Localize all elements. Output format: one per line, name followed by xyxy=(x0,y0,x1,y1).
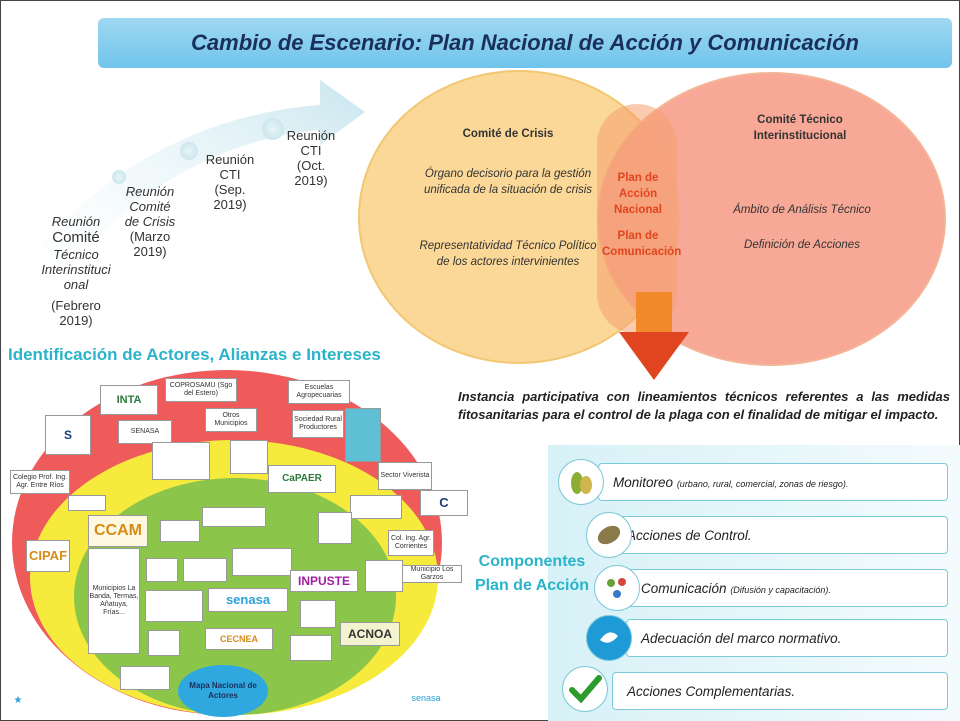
municipal-logo: S xyxy=(45,415,91,455)
sector-viverista-logo: Sector Viverista xyxy=(378,462,432,490)
actor-logo xyxy=(232,548,292,576)
component-acciones-complementarias: Acciones Complementarias. xyxy=(612,672,948,710)
actor-logo xyxy=(148,630,180,656)
actor-logo xyxy=(160,520,200,542)
actor-logo xyxy=(202,507,266,527)
timeline-dot xyxy=(112,170,126,184)
cti-desc-2: Definición de Acciones xyxy=(744,239,860,251)
colegio-logo: Colegio Prof. Ing. Agr. Entre Ríos xyxy=(10,470,70,494)
actor-logo xyxy=(300,600,336,628)
actor-logo xyxy=(145,590,203,622)
participation-description: Instancia participativa con lineamientos… xyxy=(458,389,950,422)
municipios-logo: Municipios La Banda, Termas, Añatuya, Fr… xyxy=(88,548,140,654)
actor-logo xyxy=(120,666,170,690)
ministry-logo-icon: ★ xyxy=(13,695,23,706)
senasa-footer-logo: senasa xyxy=(411,693,441,703)
timeline-dot xyxy=(180,142,198,160)
cti-desc-1: Ámbito de Análisis Técnico xyxy=(733,204,871,216)
senasa-logo: senasa xyxy=(208,588,288,612)
crisis-committee-title: Comité de Crisis xyxy=(462,128,554,140)
plant-icon xyxy=(558,459,604,505)
actor-logo xyxy=(350,495,402,519)
acnoa-logo: ACNOA xyxy=(340,622,400,646)
mapa-nacional-actores: Mapa Nacional de Actores xyxy=(178,665,268,717)
cipaf-logo: CIPAF xyxy=(26,540,70,572)
checkmark-icon xyxy=(562,666,608,712)
component-monitoreo: Monitoreo (urbano, rural, comercial, zon… xyxy=(598,463,948,501)
actor-logo xyxy=(318,512,352,544)
components-title: Componentes Plan de Acción xyxy=(474,553,590,594)
ccam-logo: CCAM xyxy=(88,515,148,547)
actors-title: Identificación de Actores, Alianzas e In… xyxy=(8,345,381,364)
capaer-logo: CaPAER xyxy=(268,465,336,493)
component-acciones-control: Acciones de Control. xyxy=(612,516,948,554)
timeline-dot xyxy=(262,118,284,140)
actor-logo xyxy=(230,440,268,474)
sociedad-rural-logo: Sociedad Rural Productores xyxy=(292,410,344,438)
title-bar: Cambio de Escenario: Plan Nacional de Ac… xyxy=(98,18,952,68)
communication-icon xyxy=(594,565,640,611)
slide-title: Cambio de Escenario: Plan Nacional de Ac… xyxy=(191,30,859,55)
inpuste-logo: INPUSTE xyxy=(290,570,358,592)
cecnea-logo: CECNEA xyxy=(205,628,273,650)
actor-logo xyxy=(365,560,403,592)
banner-logo xyxy=(345,408,381,462)
crisis-committee-desc-1: Órgano decisorio para la gestión unifica… xyxy=(423,168,593,196)
cti-title: Comité Técnico Interinstitucional xyxy=(753,114,847,142)
otros-municipios-logo: Otros Municipios xyxy=(205,408,257,432)
component-marco-normativo: Adecuación del marco normativo. xyxy=(626,619,948,657)
plan-comunicacion-label: Plan de Comunicación xyxy=(602,230,682,258)
municipio-logo: Municipio Los Garzos xyxy=(402,565,462,583)
actor-logo xyxy=(68,495,106,511)
senasa-small-logo: SENASA xyxy=(118,420,172,444)
plan-accion-label: Plan de Acción Nacional xyxy=(614,172,662,216)
component-comunicacion: Comunicación (Difusión y capacitación). xyxy=(626,569,948,607)
actor-logo: C xyxy=(420,490,468,516)
crisis-committee-desc-2: Representatividad Técnico Político de lo… xyxy=(419,240,597,268)
leaf-icon xyxy=(586,512,632,558)
down-arrow-icon xyxy=(619,292,689,380)
actor-logo xyxy=(146,558,178,582)
col-ing-logo: Col. Ing. Agr. Corrientes xyxy=(388,530,434,556)
actor-logo xyxy=(152,442,210,480)
inta-logo: INTA xyxy=(100,385,158,415)
coprosamu-logo: COPROSAMU (Sgo del Estero) xyxy=(165,378,237,402)
actor-logo xyxy=(290,635,332,661)
senasa-icon xyxy=(586,615,632,661)
actor-logo xyxy=(183,558,227,582)
escuelas-logo: Escuelas Agropecuarias xyxy=(288,380,350,404)
